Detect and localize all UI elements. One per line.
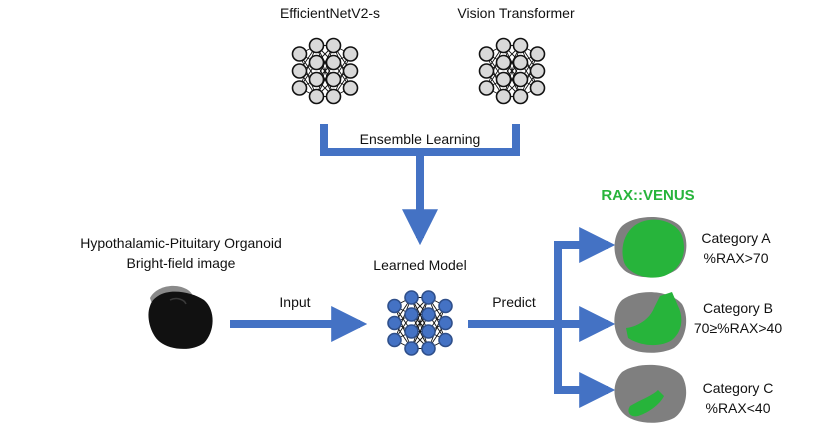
network-node bbox=[421, 324, 436, 339]
category-b-organoid-icon bbox=[614, 292, 687, 353]
network-edge bbox=[503, 45, 521, 97]
brightfield-organoid-blob-icon bbox=[148, 285, 213, 349]
network-node bbox=[478, 63, 495, 79]
category-a-organoid-icon bbox=[614, 217, 687, 278]
network-edge bbox=[316, 45, 334, 97]
network-node bbox=[512, 54, 529, 71]
model-vit-label: Vision Transformer bbox=[457, 5, 575, 21]
network-node bbox=[342, 46, 359, 62]
network-node bbox=[291, 46, 308, 62]
category-c-organoid-icon bbox=[614, 364, 687, 423]
learned-model-label: Learned Model bbox=[373, 257, 466, 273]
network-node bbox=[387, 315, 402, 331]
network-node bbox=[478, 80, 495, 96]
network-node bbox=[495, 88, 512, 105]
network-node bbox=[342, 63, 359, 79]
network-node bbox=[529, 46, 546, 62]
network-node bbox=[291, 80, 308, 96]
network-node bbox=[421, 290, 436, 305]
network-node bbox=[512, 71, 529, 88]
network-node bbox=[512, 37, 529, 54]
network-node bbox=[325, 88, 342, 105]
organoid-title-line2: Bright-field image bbox=[127, 255, 236, 271]
network-node bbox=[387, 298, 402, 314]
category-a-rule: %RAX>70 bbox=[704, 250, 769, 266]
network-node bbox=[325, 71, 342, 88]
network-node bbox=[404, 324, 419, 339]
input-label: Input bbox=[279, 294, 310, 310]
network-node bbox=[529, 80, 546, 96]
network-node bbox=[495, 37, 512, 54]
predict-label: Predict bbox=[492, 294, 536, 310]
network-node bbox=[342, 80, 359, 96]
network-node bbox=[404, 341, 419, 356]
network-node bbox=[495, 71, 512, 88]
efficientnet-neural-network-icon bbox=[291, 37, 359, 105]
network-edge bbox=[394, 297, 412, 341]
category-c-name: Category C bbox=[703, 380, 774, 396]
network-node bbox=[438, 332, 453, 348]
network-node bbox=[438, 298, 453, 314]
network-node bbox=[529, 63, 546, 79]
network-node bbox=[308, 37, 325, 54]
network-edge bbox=[428, 305, 446, 349]
network-node bbox=[512, 88, 529, 105]
network-node bbox=[421, 307, 436, 322]
network-node bbox=[308, 71, 325, 88]
network-node bbox=[495, 54, 512, 71]
network-node bbox=[438, 315, 453, 331]
network-node bbox=[308, 88, 325, 105]
network-node bbox=[421, 341, 436, 356]
rax-venus-label: RAX::VENUS bbox=[601, 187, 694, 204]
model-efficientnet-label: EfficientNetV2-s bbox=[280, 5, 380, 21]
learned-model-neural-network-icon bbox=[387, 290, 453, 356]
network-node bbox=[325, 37, 342, 54]
network-edge bbox=[411, 297, 429, 349]
category-c-rule: %RAX<40 bbox=[706, 400, 771, 416]
category-b-name: Category B bbox=[703, 300, 773, 316]
organoid-title-line1: Hypothalamic-Pituitary Organoid bbox=[80, 235, 282, 251]
network-node bbox=[478, 46, 495, 62]
category-b-rule: 70≥%RAX>40 bbox=[694, 320, 782, 336]
network-node bbox=[325, 54, 342, 71]
category-a-name: Category A bbox=[701, 230, 771, 246]
network-node bbox=[387, 332, 402, 348]
network-node bbox=[308, 54, 325, 71]
network-node bbox=[404, 307, 419, 322]
vit-neural-network-icon bbox=[478, 37, 546, 105]
ensemble-learning-label: Ensemble Learning bbox=[360, 131, 481, 147]
network-node bbox=[291, 63, 308, 79]
network-node bbox=[404, 290, 419, 305]
